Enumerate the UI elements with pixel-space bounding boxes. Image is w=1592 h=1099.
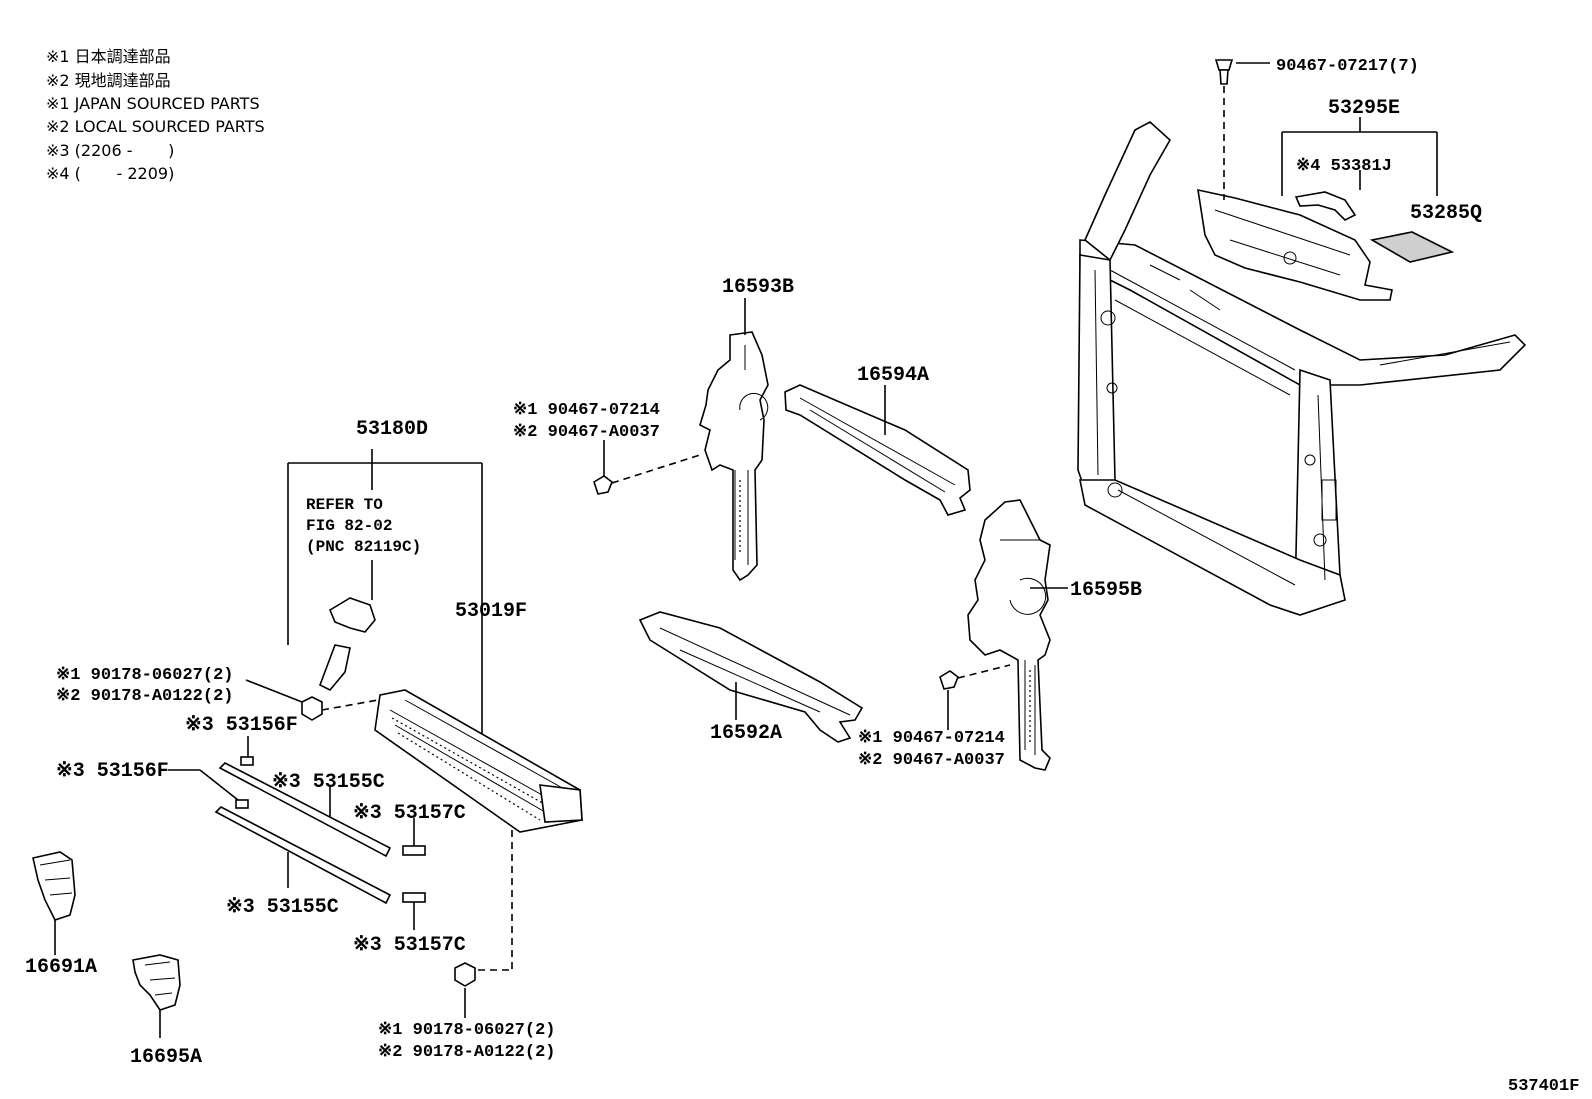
leader-dash-nut-top <box>321 699 379 711</box>
label-16691A: 16691A <box>25 956 97 979</box>
label-refer-to: REFER TO <box>306 496 383 514</box>
label-53156F-b: ※3 53156F <box>56 760 169 783</box>
label-53157C-a: ※3 53157C <box>353 802 466 825</box>
label-90178-A0122-bottom: ※2 90178-A0122(2) <box>378 1043 555 1062</box>
air-guide-16595B <box>967 499 1051 771</box>
clip-90467-07217 <box>1214 59 1234 85</box>
label-90467-07214-right: ※1 90467-07214 <box>858 729 1005 748</box>
label-refer-pnc: (PNC 82119C) <box>306 538 421 556</box>
seal-53157C-b <box>402 892 426 903</box>
pad-53285Q <box>1369 231 1455 263</box>
label-90467-07217: 90467-07217(7) <box>1276 57 1419 76</box>
upper-radiator-seal-53295E <box>1197 188 1393 301</box>
duct-16691A <box>32 851 76 921</box>
grille-shutter-53019F <box>374 689 583 833</box>
label-53157C-b: ※3 53157C <box>353 934 466 957</box>
label-53019F: 53019F <box>455 600 527 623</box>
label-16595B: 16595B <box>1070 579 1142 602</box>
label-53180D: 53180D <box>356 418 428 441</box>
bracket-53381J <box>1294 191 1357 221</box>
label-53156F-a: ※3 53156F <box>185 714 298 737</box>
legend-line-2: ※2 現地調達部品 <box>46 71 171 90</box>
air-guide-16592A <box>638 611 864 743</box>
label-90178-A0122-top: ※2 90178-A0122(2) <box>56 687 233 706</box>
radiator-support-assembly <box>1077 121 1527 616</box>
leader-nut-top <box>245 679 303 703</box>
bolt-90467-right <box>939 670 959 690</box>
leader-dash-bolt-left <box>611 454 701 484</box>
label-90467-A0037-left: ※2 90467-A0037 <box>513 423 660 442</box>
air-guide-16593B <box>699 331 769 582</box>
legend-line-4: ※2 LOCAL SOURCED PARTS <box>46 117 265 136</box>
nut-90178-top <box>301 696 323 721</box>
label-16695A: 16695A <box>130 1046 202 1069</box>
label-16594A: 16594A <box>857 364 929 387</box>
bolt-90467-left <box>593 475 613 495</box>
legend-line-1: ※1 日本調達部品 <box>46 47 171 66</box>
nut-90178-bottom <box>454 962 476 987</box>
legend-line-3: ※1 JAPAN SOURCED PARTS <box>46 94 260 113</box>
link-53180D <box>318 644 351 691</box>
seal-53157C-a <box>402 845 426 856</box>
label-90178-06027-bottom: ※1 90178-06027(2) <box>378 1021 555 1040</box>
leader-53156F-b2 <box>199 769 239 801</box>
strip-53155C-lower <box>214 806 392 905</box>
bracket-53295E <box>1281 117 1438 196</box>
label-90467-07214-left: ※1 90467-07214 <box>513 401 660 420</box>
air-guide-16594A <box>784 384 971 516</box>
label-53295E: 53295E <box>1328 97 1400 120</box>
label-refer-fig: FIG 82-02 <box>306 517 392 535</box>
label-16593B: 16593B <box>722 276 794 299</box>
label-53381J: ※4 53381J <box>1296 157 1392 176</box>
legend-line-6: ※4 ( - 2209) <box>46 164 175 183</box>
label-90178-06027-top: ※1 90178-06027(2) <box>56 666 233 685</box>
label-53285Q: 53285Q <box>1410 202 1482 225</box>
label-90467-A0037-right: ※2 90467-A0037 <box>858 751 1005 770</box>
label-53155C-b: ※3 53155C <box>226 896 339 919</box>
actuator-82119C <box>328 597 376 633</box>
seal-53156F-b <box>235 799 249 809</box>
label-53155C-a: ※3 53155C <box>272 771 385 794</box>
duct-16695A <box>132 954 181 1011</box>
illustration-code: 537401F <box>1508 1077 1579 1096</box>
strip-53155C-upper <box>218 762 392 858</box>
label-16592A: 16592A <box>710 722 782 745</box>
seal-53156F-a <box>240 756 254 766</box>
leader-dash-bolt-right <box>957 664 1011 679</box>
bracket-53180D <box>287 449 483 742</box>
legend-line-5: ※3 (2206 - ) <box>46 141 175 160</box>
